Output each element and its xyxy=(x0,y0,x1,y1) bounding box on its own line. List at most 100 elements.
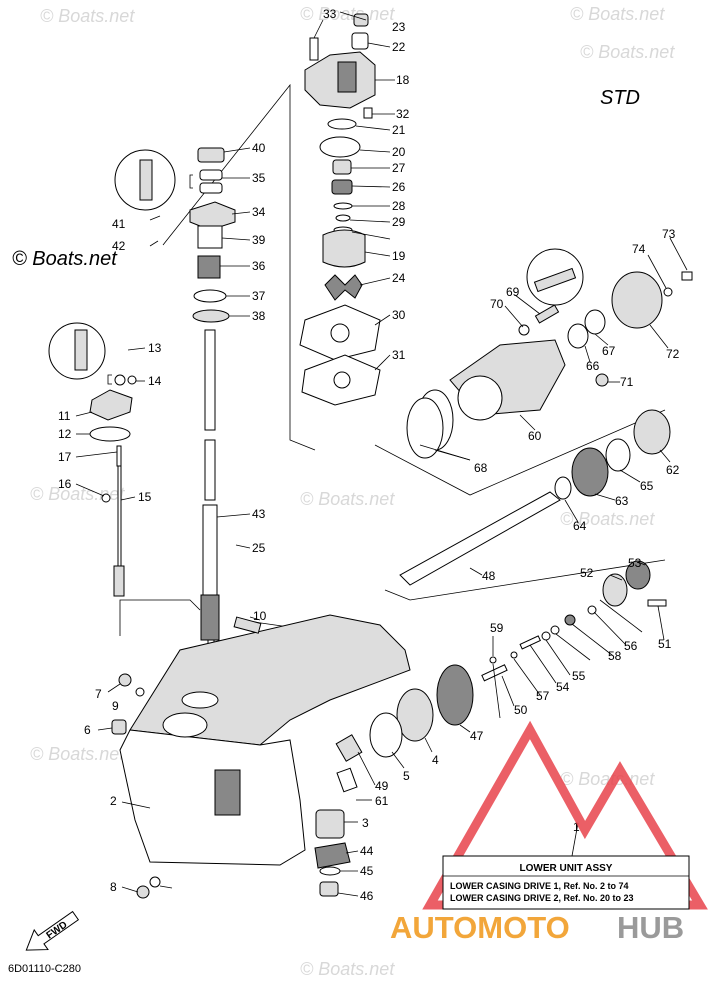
part-45 xyxy=(319,866,341,876)
part-46 xyxy=(319,881,339,897)
legend-title: LOWER UNIT ASSY xyxy=(520,863,613,874)
callout-74: 74 xyxy=(632,242,646,256)
callout-21: 21 xyxy=(392,123,406,137)
part-8 xyxy=(136,885,150,899)
callout-46: 46 xyxy=(360,889,374,903)
propeller-shaft-group xyxy=(369,271,693,758)
inset-13-pin xyxy=(74,329,88,371)
part-5 xyxy=(369,712,403,758)
water-passage xyxy=(162,712,208,738)
callout-27: 27 xyxy=(392,161,406,175)
part-63 xyxy=(571,447,609,497)
housing-body xyxy=(119,729,306,866)
callout-20: 20 xyxy=(392,145,406,159)
callout-35: 35 xyxy=(252,171,266,185)
callout-3: 3 xyxy=(362,816,369,830)
callout-26: 26 xyxy=(392,180,406,194)
bracket-35 xyxy=(189,174,193,189)
part-70 xyxy=(518,324,530,336)
legend-frame xyxy=(442,855,690,910)
part-34 xyxy=(189,201,236,231)
callout-57: 57 xyxy=(536,689,550,703)
callout-73: 73 xyxy=(662,227,676,241)
part-54 xyxy=(519,635,541,650)
part-49 xyxy=(335,734,363,762)
watermark-text: © Boats.net xyxy=(30,744,125,764)
part-61 xyxy=(336,767,358,793)
part-30-hole xyxy=(330,323,350,343)
callout-54: 54 xyxy=(556,680,570,694)
part-40 xyxy=(197,147,225,163)
callout-10: 10 xyxy=(253,609,267,623)
part-13 xyxy=(114,374,126,386)
inset-details xyxy=(48,149,584,385)
part-43 xyxy=(202,504,218,596)
callout-labels: 1 2 3 4 5 6 7 8 9 10 11 12 13 14 15 16 1… xyxy=(58,7,680,903)
callout-1: 1 xyxy=(573,820,580,834)
callout-14: 14 xyxy=(148,374,162,388)
part-62 xyxy=(633,409,671,455)
part-11 xyxy=(89,389,133,421)
callout-64: 64 xyxy=(573,519,587,533)
callout-28: 28 xyxy=(392,199,406,213)
part-55b xyxy=(541,631,551,641)
callout-8: 8 xyxy=(110,880,117,894)
part-29 xyxy=(335,214,351,222)
callout-58: 58 xyxy=(608,649,622,663)
drive-shaft-upper xyxy=(204,329,216,431)
callout-47: 47 xyxy=(470,729,484,743)
callout-44: 44 xyxy=(360,844,374,858)
callout-68: 68 xyxy=(474,461,488,475)
callout-39: 39 xyxy=(252,233,266,247)
callout-59: 59 xyxy=(490,621,504,635)
part-74 xyxy=(663,287,673,297)
drawing-code: 6D01110-C280 xyxy=(8,963,81,975)
callout-61: 61 xyxy=(375,794,389,808)
callout-9: 9 xyxy=(112,699,119,713)
callout-65: 65 xyxy=(640,479,654,493)
callout-51: 51 xyxy=(658,637,672,651)
watermark-text: © Boats.net xyxy=(40,6,135,26)
part-27 xyxy=(332,159,352,175)
part-21 xyxy=(327,118,357,130)
watermark-text: © Boats.net xyxy=(300,489,395,509)
callout-48: 48 xyxy=(482,569,496,583)
part-52 xyxy=(602,573,628,607)
water-pump-group xyxy=(299,13,381,406)
logo-text-automoto: AUTOMOTO xyxy=(390,910,570,945)
leader-lines xyxy=(75,11,688,897)
fwd-arrow-icon xyxy=(25,910,80,951)
std-label: STD xyxy=(600,87,640,109)
part-57 xyxy=(510,651,518,659)
watermark-layer: © Boats.net © Boats.net © Boats.net © Bo… xyxy=(30,4,675,979)
callout-33: 33 xyxy=(323,7,337,21)
part-35b xyxy=(199,182,223,194)
shift-rod-end xyxy=(113,565,125,597)
gearcase-housing xyxy=(111,614,411,899)
callout-12: 12 xyxy=(58,427,72,441)
part-9b xyxy=(149,876,161,888)
callout-6: 6 xyxy=(84,723,91,737)
part-10 xyxy=(233,616,262,634)
callout-71: 71 xyxy=(620,375,634,389)
part-47 xyxy=(436,664,474,726)
callout-17: 17 xyxy=(58,450,72,464)
part-35a xyxy=(199,169,223,181)
part-24 xyxy=(324,274,363,301)
callout-32: 32 xyxy=(396,107,410,121)
part-28 xyxy=(333,202,353,210)
callout-56: 56 xyxy=(624,639,638,653)
part-15 xyxy=(117,465,122,567)
callout-41: 41 xyxy=(112,217,126,231)
part-37 xyxy=(193,289,227,303)
callout-4: 4 xyxy=(432,753,439,767)
part-51 xyxy=(647,599,667,607)
callout-25: 25 xyxy=(252,541,266,555)
callout-13: 13 xyxy=(148,341,162,355)
callout-69: 69 xyxy=(506,285,520,299)
part-73 xyxy=(681,271,693,281)
legend-box: LOWER UNIT ASSY LOWER CASING DRIVE 1, Re… xyxy=(442,855,690,910)
part-33 xyxy=(309,37,319,61)
callout-11: 11 xyxy=(58,409,71,423)
